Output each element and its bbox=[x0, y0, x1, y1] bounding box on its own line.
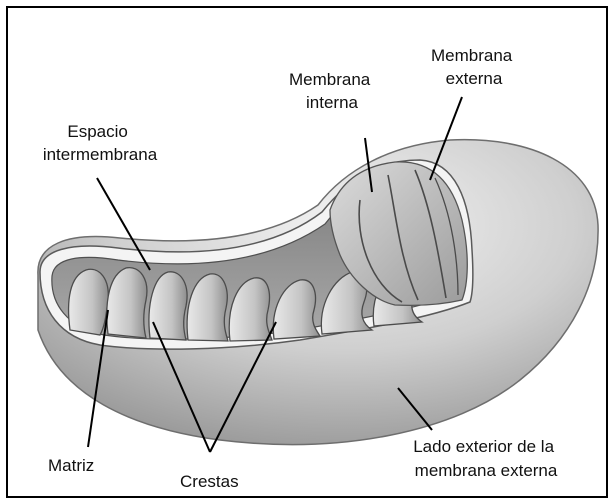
label-lado-exterior-line-1: Lado exterior de la bbox=[413, 437, 554, 456]
label-crestas: Crestas bbox=[180, 472, 239, 491]
label-espacio-line-2: intermembrana bbox=[43, 145, 158, 164]
label-membrana-interna-line-1: Membrana bbox=[289, 70, 371, 89]
label-membrana-interna-line-2: interna bbox=[306, 93, 359, 112]
label-matriz: Matriz bbox=[48, 456, 94, 475]
crista-1 bbox=[69, 269, 109, 335]
label-membrana-externa-line-2: externa bbox=[446, 69, 503, 88]
label-lado-exterior-line-2: membrana externa bbox=[415, 461, 558, 480]
label-membrana-externa-line-1: Membrana bbox=[431, 46, 513, 65]
label-espacio-line-1: Espacio bbox=[67, 122, 127, 141]
